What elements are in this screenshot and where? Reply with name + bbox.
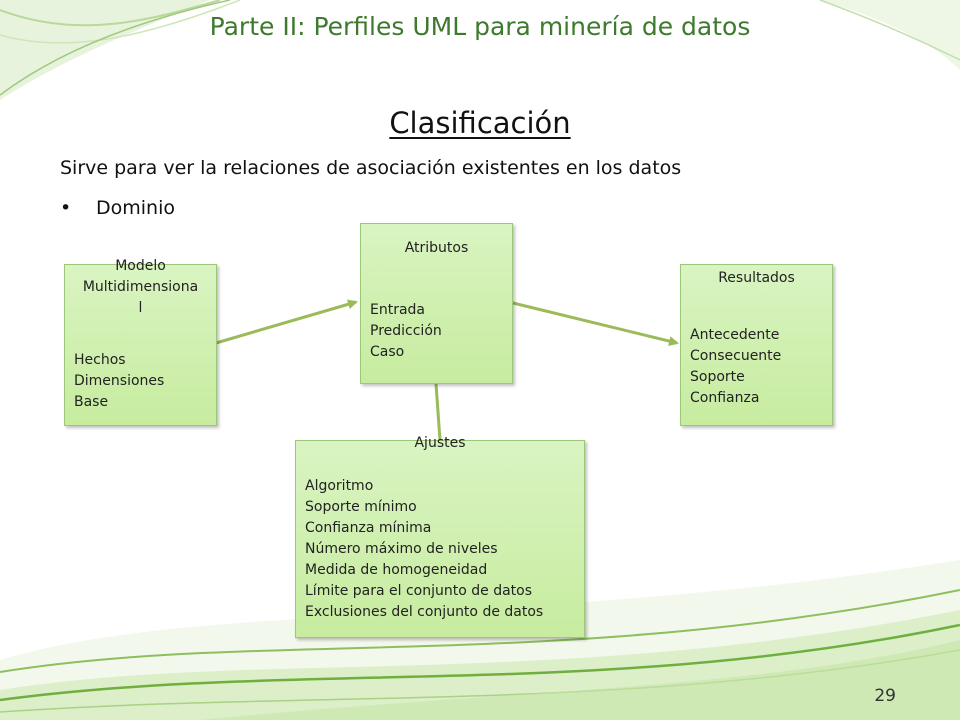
modelo-title-line: Multidimensiona [82, 279, 199, 295]
modelo-multidimensional-box: Modelo Multidimensiona l Hechos Dimensio… [64, 258, 217, 426]
bullet-item: • Dominio [60, 197, 175, 219]
resultados-title: Resultados [718, 270, 795, 286]
atributos-title: Atributos [404, 240, 469, 256]
modelo-title-line: Modelo [115, 258, 166, 274]
atributos-item: Entrada [370, 302, 426, 318]
atributos-item: Predicción [370, 323, 442, 339]
section-heading: Clasificación [389, 106, 571, 140]
modelo-item: Dimensiones [74, 373, 165, 389]
modelo-item: Base [74, 394, 109, 410]
line-atributos-to-ajustes [434, 383, 442, 441]
ajustes-items: Algoritmo Soporte mínimo Confianza mínim… [296, 476, 584, 623]
atributos-items: Entrada Predicción Caso [361, 300, 512, 363]
ajustes-item: Soporte mínimo [305, 499, 417, 515]
resultados-box: Resultados Antecedente Consecuente Sopor… [680, 264, 833, 426]
atributos-box: Atributos Entrada Predicción Caso [360, 223, 513, 384]
ajustes-item: Medida de homogeneidad [305, 562, 488, 578]
resultados-item: Consecuente [690, 348, 782, 364]
intro-text: Sirve para ver la relaciones de asociaci… [60, 157, 682, 179]
ajustes-item: Número máximo de niveles [305, 541, 498, 557]
ajustes-box: Ajustes Algoritmo Soporte mínimo Confian… [295, 435, 585, 638]
resultados-item: Antecedente [690, 327, 780, 343]
arrow-modelo-to-atributos [215, 299, 358, 345]
modelo-item: Hechos [74, 352, 126, 368]
ajustes-item: Confianza mínima [305, 520, 432, 536]
modelo-items: Hechos Dimensiones Base [65, 350, 216, 413]
resultados-item: Confianza [690, 390, 760, 406]
atributos-item: Caso [370, 344, 405, 360]
ajustes-item: Límite para el conjunto de datos [305, 583, 533, 599]
ajustes-title: Ajustes [414, 435, 466, 451]
modelo-title: Modelo Multidimensiona l [65, 256, 216, 319]
arrow-atributos-to-resultados [512, 301, 679, 346]
slide-title: Parte II: Perfiles UML para minería de d… [209, 12, 751, 41]
ajustes-item: Algoritmo [305, 478, 374, 494]
page-number: 29 [874, 686, 896, 706]
ajustes-item: Exclusiones del conjunto de datos [305, 604, 544, 620]
resultados-items: Antecedente Consecuente Soporte Confianz… [681, 325, 832, 409]
bullet-label: Dominio [96, 197, 175, 219]
resultados-item: Soporte [690, 369, 745, 385]
modelo-title-line: l [138, 300, 143, 316]
bullet-marker: • [60, 197, 72, 219]
